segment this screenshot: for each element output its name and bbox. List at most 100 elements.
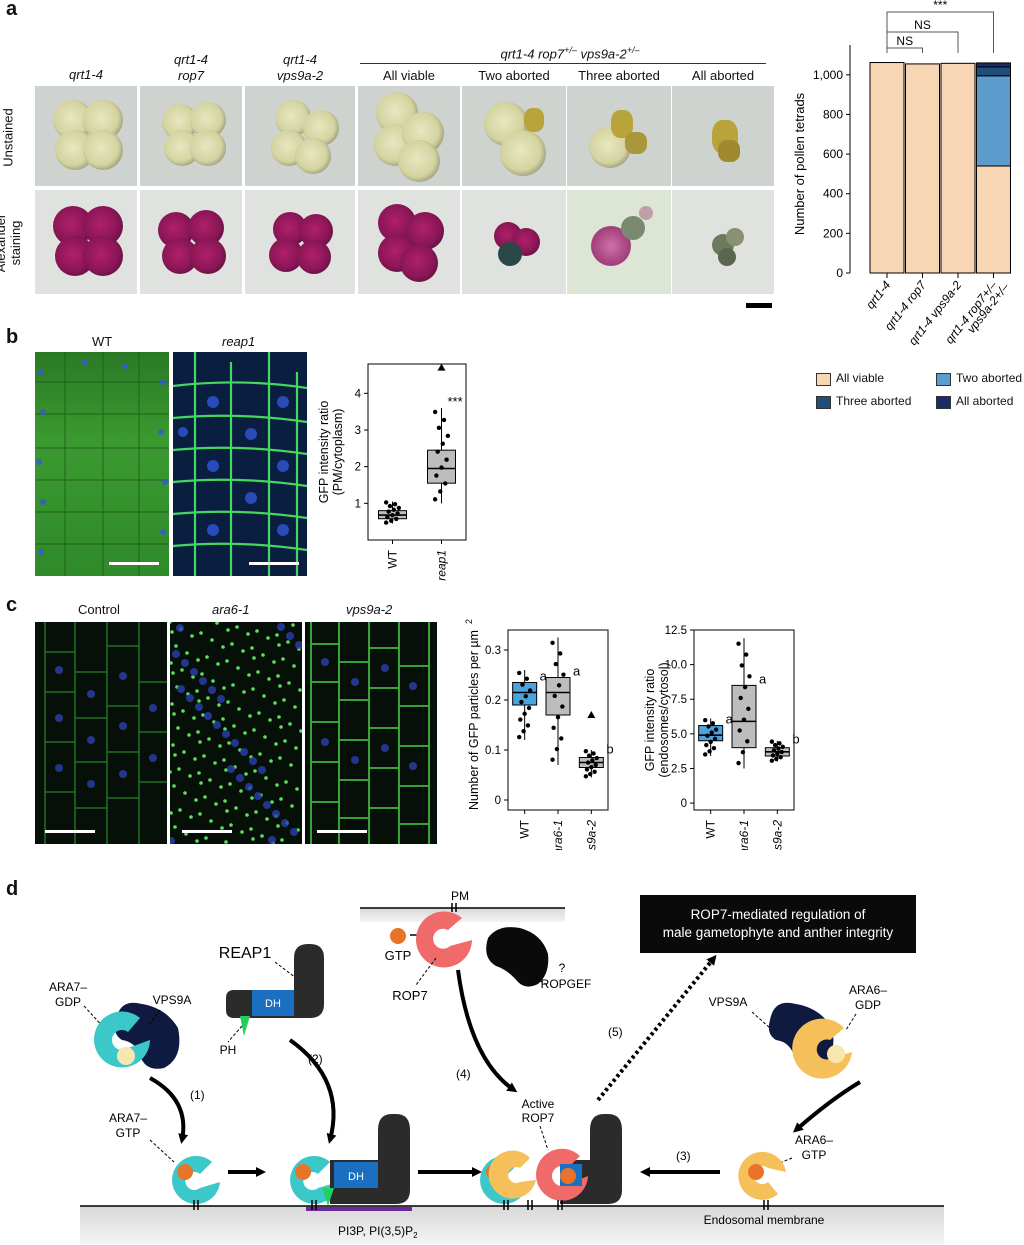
gfp-punctum [199, 631, 203, 635]
gfp-punctum [191, 675, 195, 679]
bar-segment [905, 63, 940, 274]
x-tick-label: WT [518, 819, 532, 838]
data-point [778, 755, 783, 760]
gfp-punctum [250, 646, 254, 650]
y-tick-label: 1 [355, 498, 361, 510]
scale-bar-c-vps9a-2 [317, 830, 367, 833]
legend-label-all-aborted: All aborted [956, 394, 1014, 408]
x-tick-label: vps9a-2 [770, 820, 784, 850]
significance-bracket [886, 47, 923, 53]
ara7-gtp-line2: GTP [116, 1126, 141, 1140]
nucleus [222, 730, 230, 738]
data-point [526, 705, 532, 711]
data-point [703, 717, 708, 723]
bar-segment [976, 66, 1011, 77]
schematic-model: PM GTP ROP7 ? ROPGEF ROP7-mediated regul… [49, 889, 944, 1244]
data-point [710, 721, 716, 726]
y-tick-label: 0.3 [485, 645, 501, 657]
gfp-punctum [253, 769, 257, 773]
gfp-punctum [274, 742, 278, 746]
data-point [395, 511, 400, 516]
gfp-punctum [260, 834, 264, 838]
gfp-punctum [268, 718, 272, 722]
micrograph-unstained-three-aborted [567, 86, 671, 186]
ara7-gtp-shape [172, 1155, 220, 1204]
gfp-punctum [176, 726, 180, 730]
data-point [550, 757, 555, 762]
gtp-ball-ara6 [748, 1164, 764, 1180]
data-point [522, 711, 527, 716]
gfp-punctum [170, 770, 172, 774]
gfp-punctum [276, 824, 280, 828]
outlier [587, 711, 596, 718]
gfp-punctum [183, 791, 187, 795]
pm-label: PM [451, 889, 469, 903]
data-point [585, 760, 591, 765]
gfp-punctum [264, 776, 268, 780]
gdp-ball-right [827, 1045, 845, 1063]
gfp-punctum [251, 687, 255, 691]
gfp-punctum [294, 746, 298, 750]
nucleus [272, 810, 280, 818]
ara7-gtp-line1: ARA7– [109, 1111, 147, 1125]
box [512, 682, 538, 706]
nucleus [190, 668, 198, 676]
rop7-active [536, 1148, 588, 1201]
data-point [525, 723, 531, 728]
scale-bar-b-reap1 [249, 562, 299, 565]
arrow-step4 [456, 969, 518, 1093]
y-tick-label-a: 200 [823, 226, 843, 240]
y-tick-label: 0.1 [485, 745, 501, 757]
ara6-gtp-shape [738, 1151, 786, 1200]
gfp-punctum [217, 703, 221, 707]
gfp-punctum [207, 737, 211, 741]
gfp-punctum [244, 772, 248, 776]
y-tick-label-a: 800 [823, 107, 843, 121]
arrow-step1 [149, 1076, 189, 1144]
data-point [776, 746, 781, 751]
gfp-punctum [196, 658, 200, 662]
arrow-step3-curve [793, 1080, 862, 1133]
gfp-punctum [171, 743, 175, 747]
nucleus [172, 650, 180, 658]
legend-swatch-all-aborted [936, 396, 951, 409]
gfp-punctum [170, 622, 172, 624]
reap1-label: REAP1 [219, 945, 272, 962]
gfp-punctum [198, 740, 202, 744]
nucleus [286, 632, 294, 640]
dh-top-label: DH [265, 998, 281, 1010]
nucleus [290, 828, 298, 836]
reap1-membrane [330, 1114, 410, 1204]
gfp-punctum [220, 826, 224, 830]
bar-segment [976, 75, 1011, 167]
data-point [588, 771, 593, 777]
gfp-punctum [283, 739, 287, 743]
y-axis-label-a: Number of pollen tetrads [792, 92, 807, 235]
data-point [712, 736, 718, 742]
data-point [518, 717, 523, 722]
annotation: *** [448, 394, 463, 409]
x-tick-label: reap1 [435, 550, 449, 581]
nucleus [181, 659, 189, 667]
nucleus [170, 837, 175, 844]
y-tick-label: 2.5 [671, 763, 687, 775]
chart-gfp-endosomes-plot: 02.55.07.510.012.5WTaara6-1avps9a-2bGFP … [643, 625, 800, 850]
gfp-punctum [295, 787, 299, 791]
box [731, 684, 757, 749]
gfp-punctum [241, 649, 245, 653]
data-point [554, 746, 560, 752]
gfp-punctum [190, 634, 194, 638]
arrow-step5 [596, 954, 717, 1102]
gfp-punctum [261, 653, 265, 657]
data-point [523, 694, 528, 699]
nucleus [227, 765, 235, 773]
gfp-punctum [188, 774, 192, 778]
data-point [561, 672, 566, 677]
data-point [769, 739, 775, 744]
gfp-punctum [192, 716, 196, 720]
scale-bar-c-ara6-1 [182, 830, 232, 833]
data-point [439, 465, 444, 470]
x-tick-label: ara6-1 [551, 820, 565, 850]
gfp-punctum [262, 694, 266, 698]
